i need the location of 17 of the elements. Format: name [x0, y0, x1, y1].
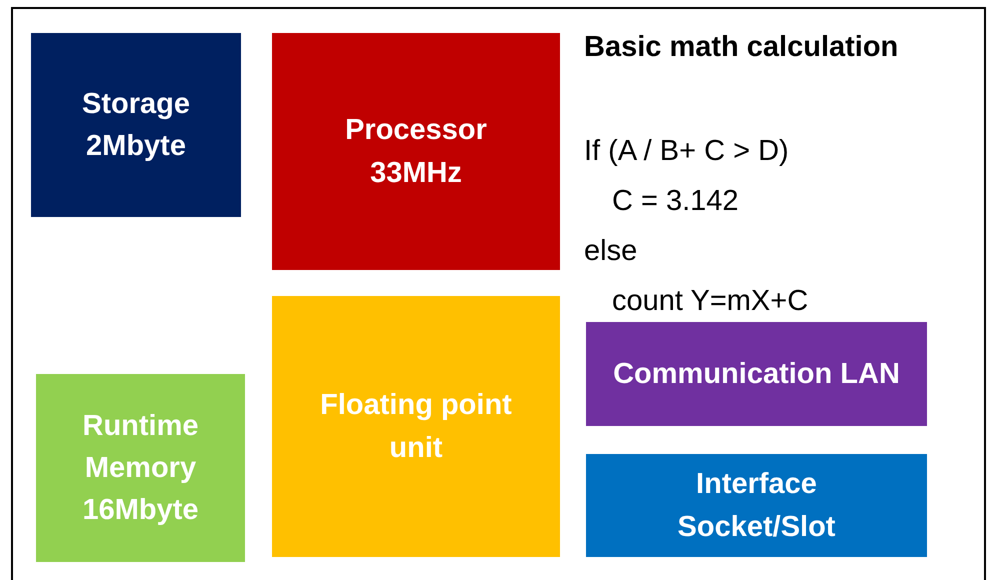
- block-label: Communication LAN: [613, 356, 900, 392]
- code-line: If (A / B+ C > D): [584, 134, 789, 169]
- block-label: Storage 2Mbyte: [81, 86, 191, 164]
- processor-block: [272, 33, 560, 270]
- storage-block: [31, 33, 241, 217]
- block-label: Runtime Memory 16Mbyte: [81, 408, 200, 528]
- floating-point-unit-block: [272, 296, 560, 557]
- block-label: Processor 33MHz: [344, 113, 488, 190]
- code-line: C = 3.142: [612, 184, 739, 219]
- runtime-memory-block: [36, 374, 245, 562]
- communication-block: [586, 322, 927, 426]
- block-label: Floating point unit: [319, 388, 513, 466]
- block-label: Interface Socket/Slot: [676, 467, 836, 544]
- code-line: else: [584, 234, 638, 269]
- code-line: count Y=mX+C: [612, 284, 808, 319]
- interface-block: [586, 454, 927, 557]
- block-heading: Basic math calculation: [584, 30, 898, 65]
